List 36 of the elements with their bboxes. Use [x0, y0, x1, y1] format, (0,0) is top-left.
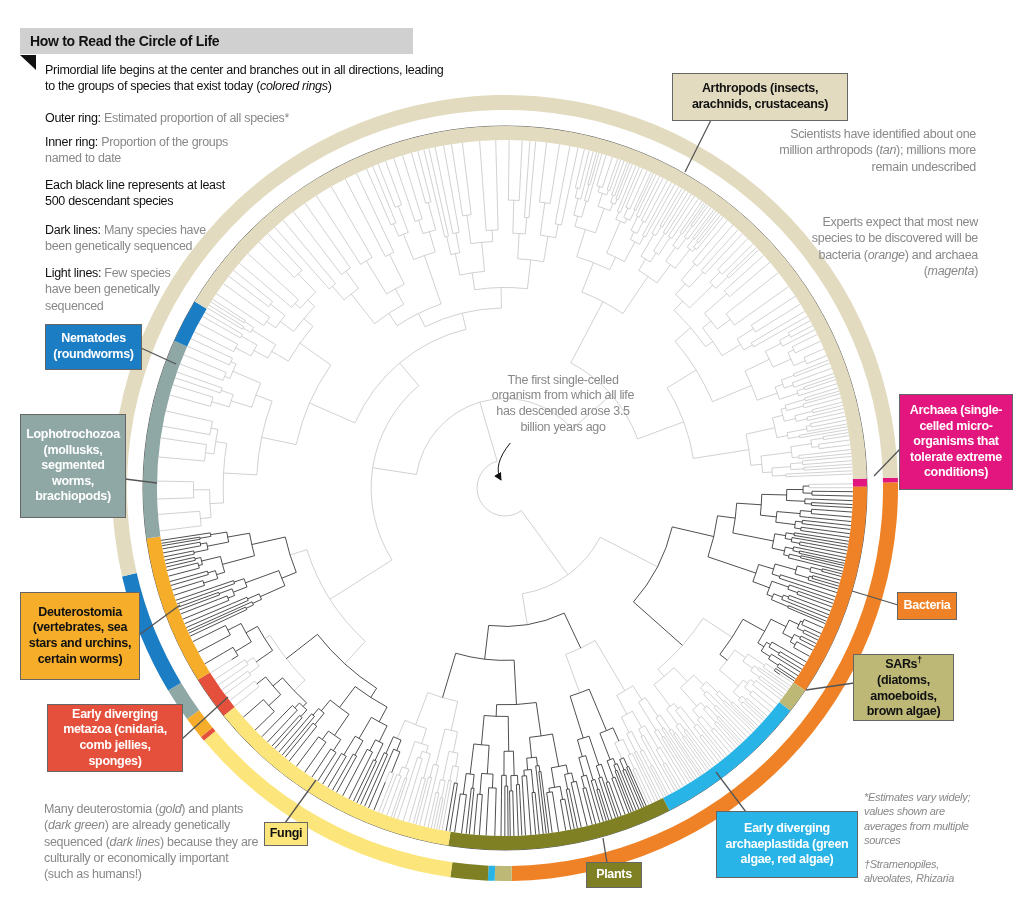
legend-note: Outer ring: Estimated proportion of all species* [45, 110, 291, 127]
leader-line [873, 448, 901, 477]
leader-line [851, 590, 899, 606]
annotation-text: The first single-celled organism from which all life has descended arose 3.5 billion years ago [478, 367, 648, 441]
legend-note: Each black line represents at least 500 descendant species [45, 177, 226, 210]
leader-line [181, 696, 229, 740]
callout-label: SARs$^{†}$ (diatoms, amoeboids, brown algae) [853, 654, 954, 721]
footnote: *Estimates vary widely; values shown are averages from multiple sources [864, 790, 972, 848]
callout-label: Lophotrochozoa (mollusks, segmented worms, brachiopods) [20, 414, 126, 518]
footnote: †Stramenopiles, alveolates, Rhizaria [864, 857, 955, 886]
callout-label: Early diverging archaeplastida (green algae, red algae) [716, 811, 858, 878]
legend-note: Light lines: Few species have been genetically sequenced [45, 265, 172, 314]
intro-text: Primordial life begins at the center and branches out in all directions, leading to the groups of species that exist today (colored rings) [45, 62, 445, 95]
callout-label: Deuterostomia (vertebrates, sea stars and urchins, certain worms) [20, 592, 140, 680]
callout-label: Fungi [264, 822, 308, 846]
annotation-text: Experts expect that most new species to be discovered will be bacteria (orange) and archaea (magenta) [810, 214, 978, 279]
arrow [494, 442, 511, 481]
callout-label: Arthropods (insects, arachnids, crustaceans) [672, 73, 848, 121]
callout-label: Plants [586, 862, 642, 888]
leader-line [284, 779, 317, 824]
callout-label: Bacteria [897, 592, 957, 620]
leader-line [138, 604, 181, 636]
annotation-text: Scientists have identified about one million arthropods (tan); millions more remain undescribed [778, 126, 976, 175]
callout-label: Early diverging metazoa (cnidaria, comb jellies, sponges) [47, 704, 183, 772]
callout-label: Nematodes (roundworms) [45, 324, 142, 370]
leader-line [805, 682, 855, 691]
leader-line [602, 837, 608, 864]
annotation-text: Many deuterostomia (gold) and plants (dark green) are already genetically sequenced (dark lines) because they are culturally or economically important (such as humans!) [44, 801, 259, 883]
callout-label: Archaea (single-celled micro-organisms that tolerate extreme conditions) [899, 394, 1013, 490]
legend-note: Dark lines: Many species have been genetically sequenced [45, 222, 207, 255]
leader-line [715, 771, 747, 813]
leader-line [140, 347, 177, 365]
title-bar: How to Read the Circle of Life [20, 28, 413, 54]
leader-line [124, 478, 158, 484]
legend-note: Inner ring: Proportion of the groups named to date [45, 134, 230, 167]
leader-line [684, 119, 712, 173]
